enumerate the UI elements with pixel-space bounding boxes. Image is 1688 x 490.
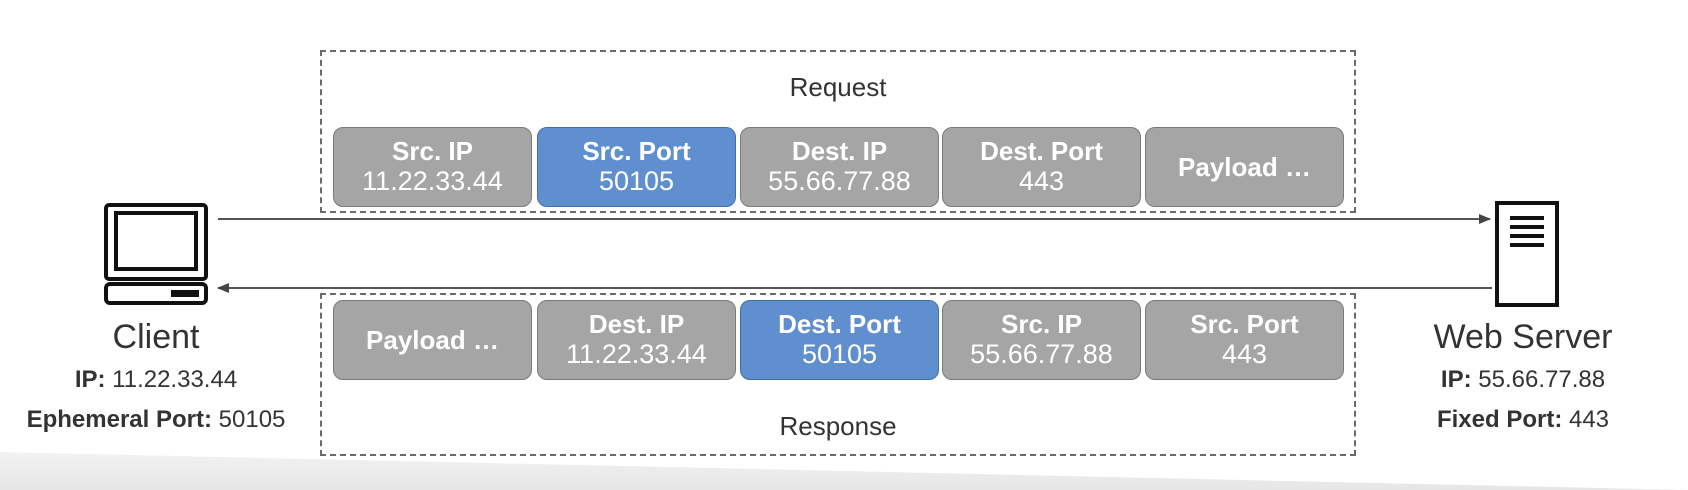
response-field-label: Dest. Port xyxy=(778,308,901,339)
request-field-value: 50105 xyxy=(598,166,675,197)
request-field-label: Src. Port xyxy=(582,135,691,166)
request-field-value: 443 xyxy=(1018,166,1065,197)
response-field-value: 443 xyxy=(1221,339,1268,370)
response-field-label: Src. Port xyxy=(1190,308,1299,339)
response-field-0: Payload … xyxy=(333,300,532,380)
server-port-value: 443 xyxy=(1568,406,1610,433)
server-ip-value: 55.66.77.88 xyxy=(1478,366,1606,393)
response-field-label: Dest. IP xyxy=(588,308,685,339)
response-packet-box: Response xyxy=(320,293,1356,456)
request-title: Request xyxy=(789,72,887,102)
computer-icon xyxy=(104,203,208,305)
server-port-label: Fixed Port: xyxy=(1436,406,1563,433)
client-ip: IP: 11.22.33.44 xyxy=(6,366,306,394)
request-field-value: 55.66.77.88 xyxy=(768,166,911,197)
request-packet-box: Request xyxy=(320,50,1356,213)
client-ip-label: IP: xyxy=(74,366,106,393)
request-field-4: Payload … xyxy=(1145,127,1344,207)
request-field-label: Dest. IP xyxy=(791,135,888,166)
request-field-value: 11.22.33.44 xyxy=(362,166,503,197)
request-field-label: Src. IP xyxy=(392,135,473,166)
response-field-label: Src. IP xyxy=(1001,308,1082,339)
response-field-value: 11.22.33.44 xyxy=(566,339,707,370)
client-port-label: Ephemeral Port: xyxy=(26,406,212,433)
server-port: Fixed Port: 443 xyxy=(1418,406,1628,434)
client-title: Client xyxy=(112,318,200,356)
request-field-label: Payload … xyxy=(1178,151,1311,182)
client-ip-value: 11.22.33.44 xyxy=(112,366,238,393)
client-port: Ephemeral Port: 50105 xyxy=(6,406,306,434)
server-icon xyxy=(1495,201,1559,307)
server-ip: IP: 55.66.77.88 xyxy=(1418,366,1628,394)
response-field-value: 50105 xyxy=(801,339,878,370)
client-port-value: 50105 xyxy=(218,406,286,433)
response-title: Response xyxy=(779,411,897,441)
server-ip-label: IP: xyxy=(1440,366,1472,393)
request-field-label: Dest. Port xyxy=(980,135,1103,166)
response-field-label: Payload … xyxy=(366,324,499,355)
response-field-value: 55.66.77.88 xyxy=(970,339,1113,370)
server-title: Web Server xyxy=(1433,318,1613,356)
